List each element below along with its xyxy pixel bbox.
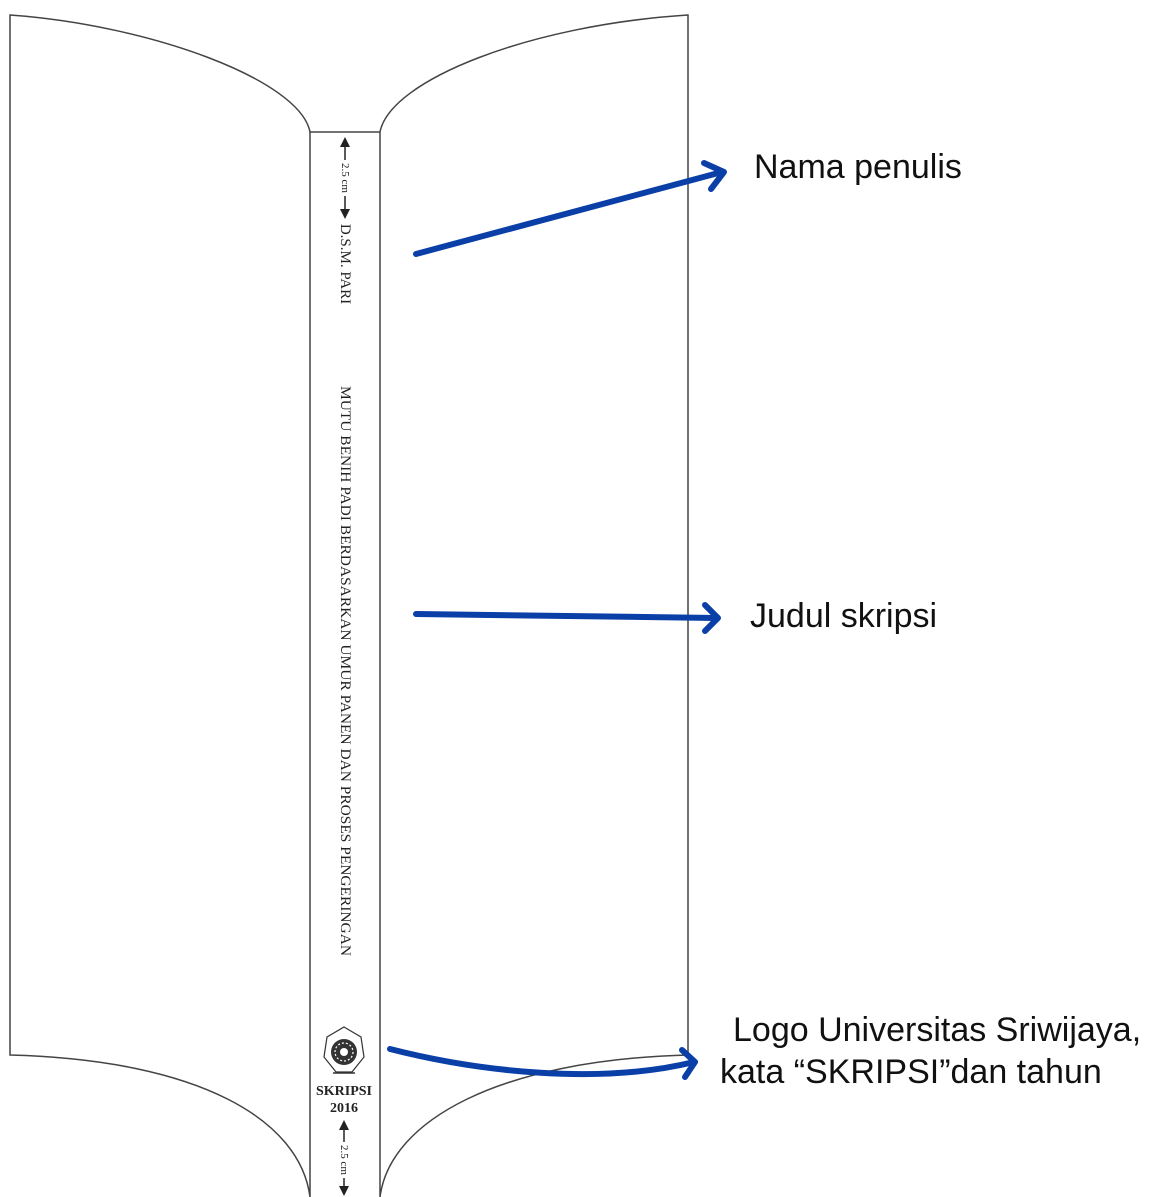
spine-title: MUTU BENIH PADI BERDASARKAN UMUR PANEN D… [337, 386, 353, 956]
university-logo [323, 1026, 365, 1074]
logo-arrow [387, 1046, 697, 1078]
spine-author: D.S.M. PARI [337, 224, 353, 304]
author-arrowhead [701, 160, 727, 192]
logo-callout-label-line2: kata “SKRIPSI”dan tahun [720, 1053, 1102, 1091]
spine-year: 2016 [330, 1101, 358, 1116]
logo-arrowhead [679, 1047, 698, 1080]
bottom-margin-label: 2.5 cm [338, 1145, 350, 1175]
callout-arrows [387, 160, 727, 1080]
author-callout-label: Nama penulis [754, 148, 962, 186]
title-callout-label: Judul skripsi [750, 597, 938, 635]
left-cover [9, 14, 311, 1197]
title-arrow [413, 611, 719, 621]
bottom-margin-measure: 2.5 cm [334, 1120, 354, 1196]
spine-skripsi: SKRIPSI [316, 1084, 372, 1099]
logo-callout-label-line1: Logo Universitas Sriwijaya, [733, 1011, 1142, 1049]
top-margin-label: 2.5 cm [339, 163, 351, 193]
top-margin-measure: 2.5 cm [335, 137, 355, 219]
title-arrowhead [702, 602, 721, 634]
author-arrow [413, 169, 725, 257]
